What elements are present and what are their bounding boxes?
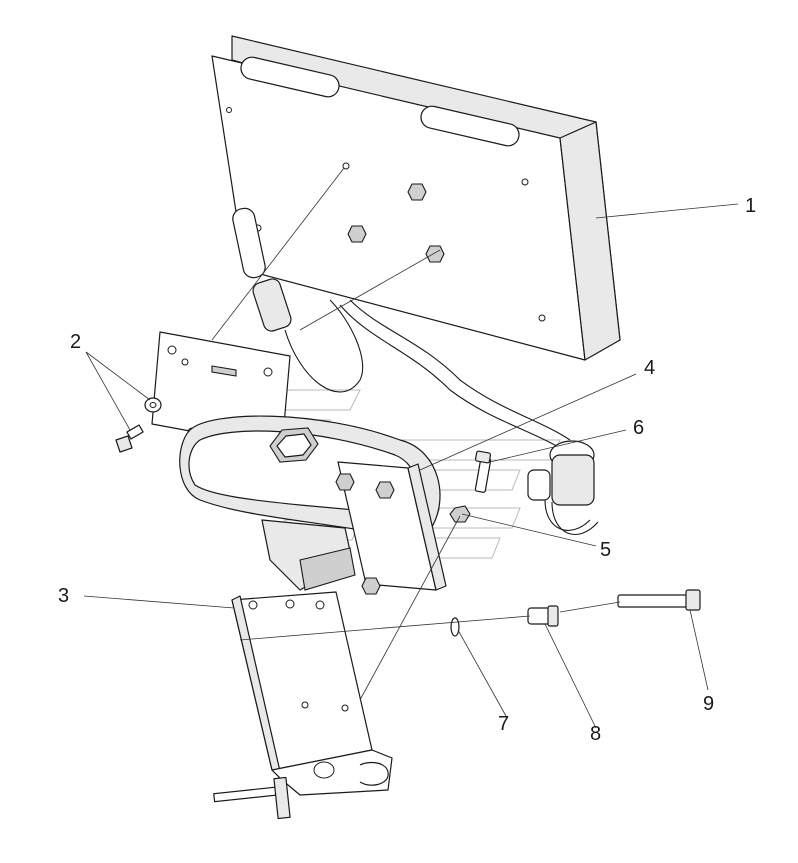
callout-5: 5	[600, 539, 611, 561]
callout-4: 4	[644, 357, 655, 379]
display-mount-nut	[425, 245, 445, 263]
callout-3: 3	[58, 585, 69, 607]
part-8-short-bolt	[527, 605, 559, 627]
leader-lines	[83, 167, 739, 729]
part-6-bolt	[474, 450, 492, 493]
part-2-bolt-washer	[115, 397, 162, 453]
part-7-washer	[450, 617, 460, 637]
part-1-display-unit	[211, 35, 621, 361]
callout-label: 1	[745, 195, 756, 217]
part-3-lower-bracket	[213, 591, 393, 820]
callout-label: 9	[703, 693, 714, 715]
callout-9: 9	[703, 693, 714, 715]
display-mount-nut	[347, 225, 367, 243]
callout-8: 8	[590, 723, 601, 745]
callout-label: 2	[70, 331, 81, 353]
callout-label: 7	[498, 713, 509, 735]
part-5-nut	[449, 505, 471, 523]
callout-7: 7	[498, 713, 509, 735]
callout-2: 2	[70, 331, 81, 353]
display-mount-nut	[407, 183, 427, 201]
callout-label: 6	[633, 417, 644, 439]
callout-6: 6	[633, 417, 644, 439]
callout-label: 3	[58, 585, 69, 607]
callout-label: 5	[600, 539, 611, 561]
callout-label: 8	[590, 723, 601, 745]
display-cable	[232, 207, 599, 535]
callout-label: 4	[644, 357, 655, 379]
part-9-long-bolt	[617, 589, 701, 611]
callout-1: 1	[745, 195, 756, 217]
